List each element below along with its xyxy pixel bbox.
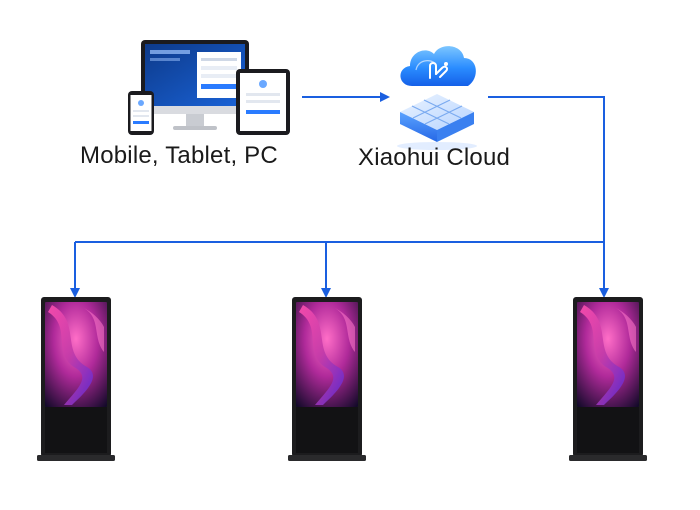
kiosk-1 [37,297,115,461]
kiosk-3 [569,297,647,461]
cloud-icon [397,46,477,150]
connectors [70,92,609,298]
cloud-signal-icon [429,62,449,79]
devices-label: Mobile, Tablet, PC [80,142,278,169]
phone-icon [128,91,154,135]
server-cubes [397,94,477,150]
monitor-icon [141,40,249,130]
kiosk-2 [288,297,366,461]
connector-cloud-to-bus [488,96,605,242]
tablet-icon [236,69,290,135]
cloud-label: Xiaohui Cloud [358,144,511,171]
cloud-shape [400,46,476,86]
devices-illustration [128,40,290,135]
